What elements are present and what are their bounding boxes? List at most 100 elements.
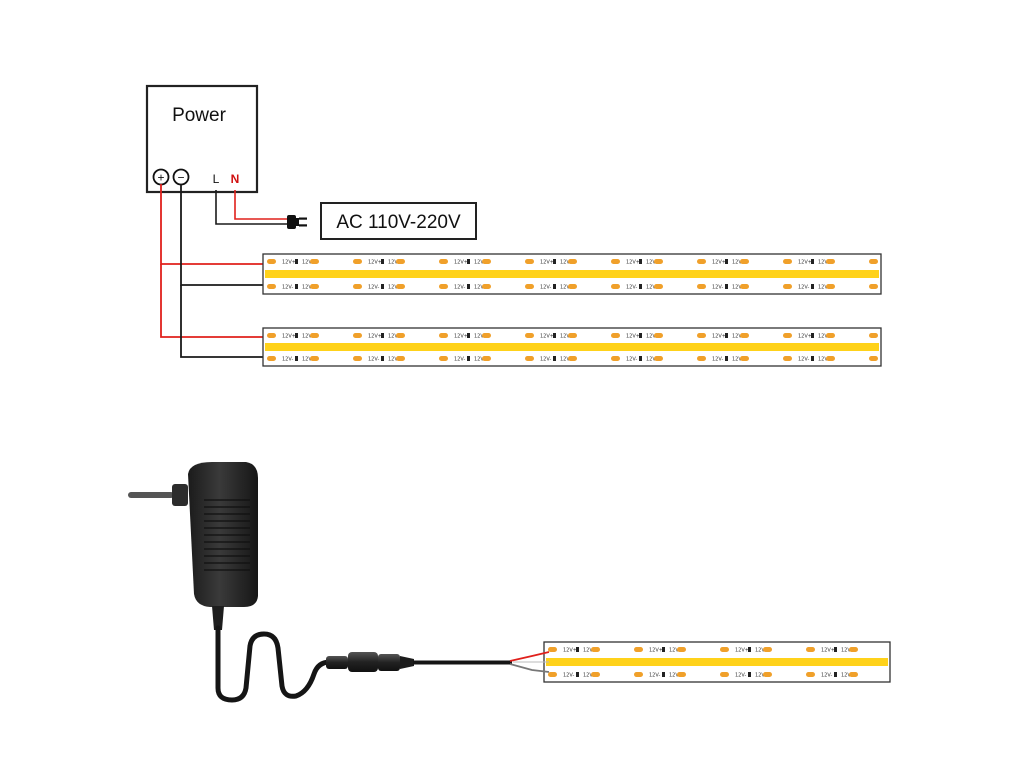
cob-light-line <box>265 343 879 351</box>
strip-marking-top: 12V+ <box>388 260 402 266</box>
solder-pad-bottom <box>548 672 557 677</box>
strip-marking-top: 12V+ <box>302 334 316 340</box>
strip-marking-top: 12V+ <box>563 648 577 654</box>
solder-pad-top <box>482 333 491 338</box>
resistor-bottom <box>639 356 642 361</box>
plus-terminal: + <box>152 168 170 186</box>
strip-marking-bottom: 12V- <box>735 673 746 679</box>
strip-marking-bottom: 12V- <box>388 357 399 363</box>
strip-marking-bottom: 12V- <box>646 357 657 363</box>
strip-marking-bottom: 12V- <box>626 285 637 291</box>
strip-marking-bottom: 12V- <box>798 357 809 363</box>
strip-marking-top: 12V+ <box>649 648 663 654</box>
solder-pad-bottom <box>310 284 319 289</box>
adapter-cable <box>215 625 333 703</box>
strip-marking-bottom: 12V- <box>649 673 660 679</box>
strip-3-lead-wires <box>509 651 550 673</box>
strip-marking-top: 12V+ <box>474 334 488 340</box>
strip-marking-bottom: 12V- <box>732 357 743 363</box>
strip-marking-top: 12V+ <box>646 334 660 340</box>
solder-pad-top <box>634 647 643 652</box>
solder-pad-bottom <box>568 356 577 361</box>
solder-pad-top <box>654 333 663 338</box>
resistor-top <box>725 333 728 338</box>
strip-marking-top: 12V+ <box>583 648 597 654</box>
resistor-top <box>467 333 470 338</box>
resistor-bottom <box>811 284 814 289</box>
solder-pad-top <box>267 259 276 264</box>
neutral-terminal-label: N <box>231 172 240 186</box>
solder-pad-top <box>869 259 878 264</box>
solder-pad-top <box>525 333 534 338</box>
resistor-top <box>381 259 384 264</box>
strip-marking-bottom: 12V- <box>388 285 399 291</box>
strip-marking-bottom: 12V- <box>583 673 594 679</box>
resistor-bottom <box>295 356 298 361</box>
plug-icon <box>287 215 307 229</box>
solder-pad-top <box>525 259 534 264</box>
solder-pad-bottom <box>740 356 749 361</box>
resistor-top <box>639 259 642 264</box>
resistor-bottom <box>834 672 837 677</box>
strip-marking-bottom: 12V- <box>474 285 485 291</box>
strip-marking-bottom: 12V- <box>818 357 829 363</box>
strip-marking-top: 12V+ <box>282 260 296 266</box>
solder-pad-bottom <box>267 356 276 361</box>
solder-pad-bottom <box>697 356 706 361</box>
solder-pad-top <box>697 333 706 338</box>
power-supply-box: Power + − L N <box>145 84 259 194</box>
solder-pad-bottom <box>763 672 772 677</box>
plus-terminal-label: + <box>157 171 164 185</box>
strip-marking-bottom: 12V- <box>282 357 293 363</box>
strip-marking-top: 12V+ <box>454 260 468 266</box>
strip-marking-top: 12V+ <box>818 260 832 266</box>
resistor-top <box>295 259 298 264</box>
solder-pad-bottom <box>353 356 362 361</box>
strip-marking-top: 12V+ <box>646 260 660 266</box>
solder-pad-top <box>740 333 749 338</box>
strip-marking-bottom: 12V- <box>732 285 743 291</box>
resistor-bottom <box>748 672 751 677</box>
strip-marking-top: 12V+ <box>540 260 554 266</box>
resistor-top <box>725 259 728 264</box>
strip-marking-top: 12V+ <box>732 334 746 340</box>
solder-pad-top <box>611 259 620 264</box>
resistor-top <box>834 647 837 652</box>
strip-marking-top: 12V+ <box>841 648 855 654</box>
resistor-bottom <box>576 672 579 677</box>
solder-pad-top <box>439 333 448 338</box>
resistor-top <box>467 259 470 264</box>
strip-marking-bottom: 12V- <box>282 285 293 291</box>
strip-marking-bottom: 12V- <box>368 285 379 291</box>
solder-pad-bottom <box>869 356 878 361</box>
solder-pad-top <box>310 259 319 264</box>
resistor-bottom <box>467 284 470 289</box>
solder-pad-bottom <box>783 284 792 289</box>
strip-marking-bottom: 12V- <box>646 285 657 291</box>
resistor-top <box>295 333 298 338</box>
solder-pad-bottom <box>654 284 663 289</box>
resistor-top <box>748 647 751 652</box>
solder-pad-top <box>763 647 772 652</box>
solder-pad-top <box>310 333 319 338</box>
solder-pad-bottom <box>677 672 686 677</box>
solder-pad-top <box>697 259 706 264</box>
line-terminal-label: L <box>213 172 220 186</box>
strip-marking-bottom: 12V- <box>821 673 832 679</box>
solder-pad-bottom <box>525 284 534 289</box>
strip-marking-top: 12V+ <box>669 648 683 654</box>
resistor-bottom <box>467 356 470 361</box>
solder-pad-top <box>826 259 835 264</box>
solder-pad-bottom <box>720 672 729 677</box>
solder-pad-bottom <box>697 284 706 289</box>
strip-marking-top: 12V+ <box>302 260 316 266</box>
strip-marking-top: 12V+ <box>712 334 726 340</box>
strip-marking-top: 12V+ <box>626 334 640 340</box>
solder-pad-top <box>849 647 858 652</box>
resistor-bottom <box>662 672 665 677</box>
strip-marking-top: 12V+ <box>735 648 749 654</box>
ac-input-wires <box>215 190 288 225</box>
solder-pad-bottom <box>634 672 643 677</box>
strip-marking-top: 12V+ <box>282 334 296 340</box>
solder-pad-bottom <box>783 356 792 361</box>
